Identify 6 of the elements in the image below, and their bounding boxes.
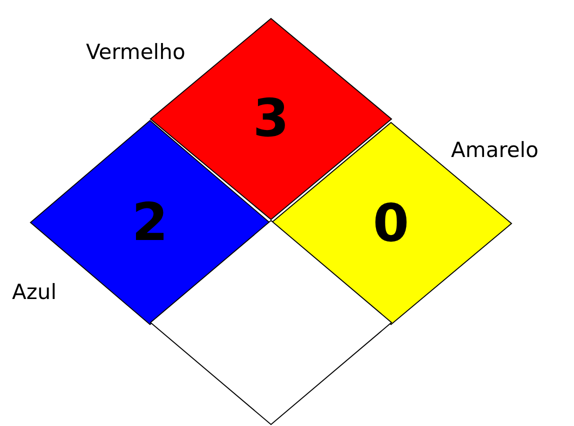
hazard-rating: 0 [372, 198, 410, 250]
hazard-rating: 3 [252, 93, 290, 145]
color-label: Azul [12, 282, 57, 303]
hazard-rating: 2 [132, 196, 168, 248]
color-label: Amarelo [451, 140, 538, 161]
color-label: Vermelho [86, 42, 186, 63]
